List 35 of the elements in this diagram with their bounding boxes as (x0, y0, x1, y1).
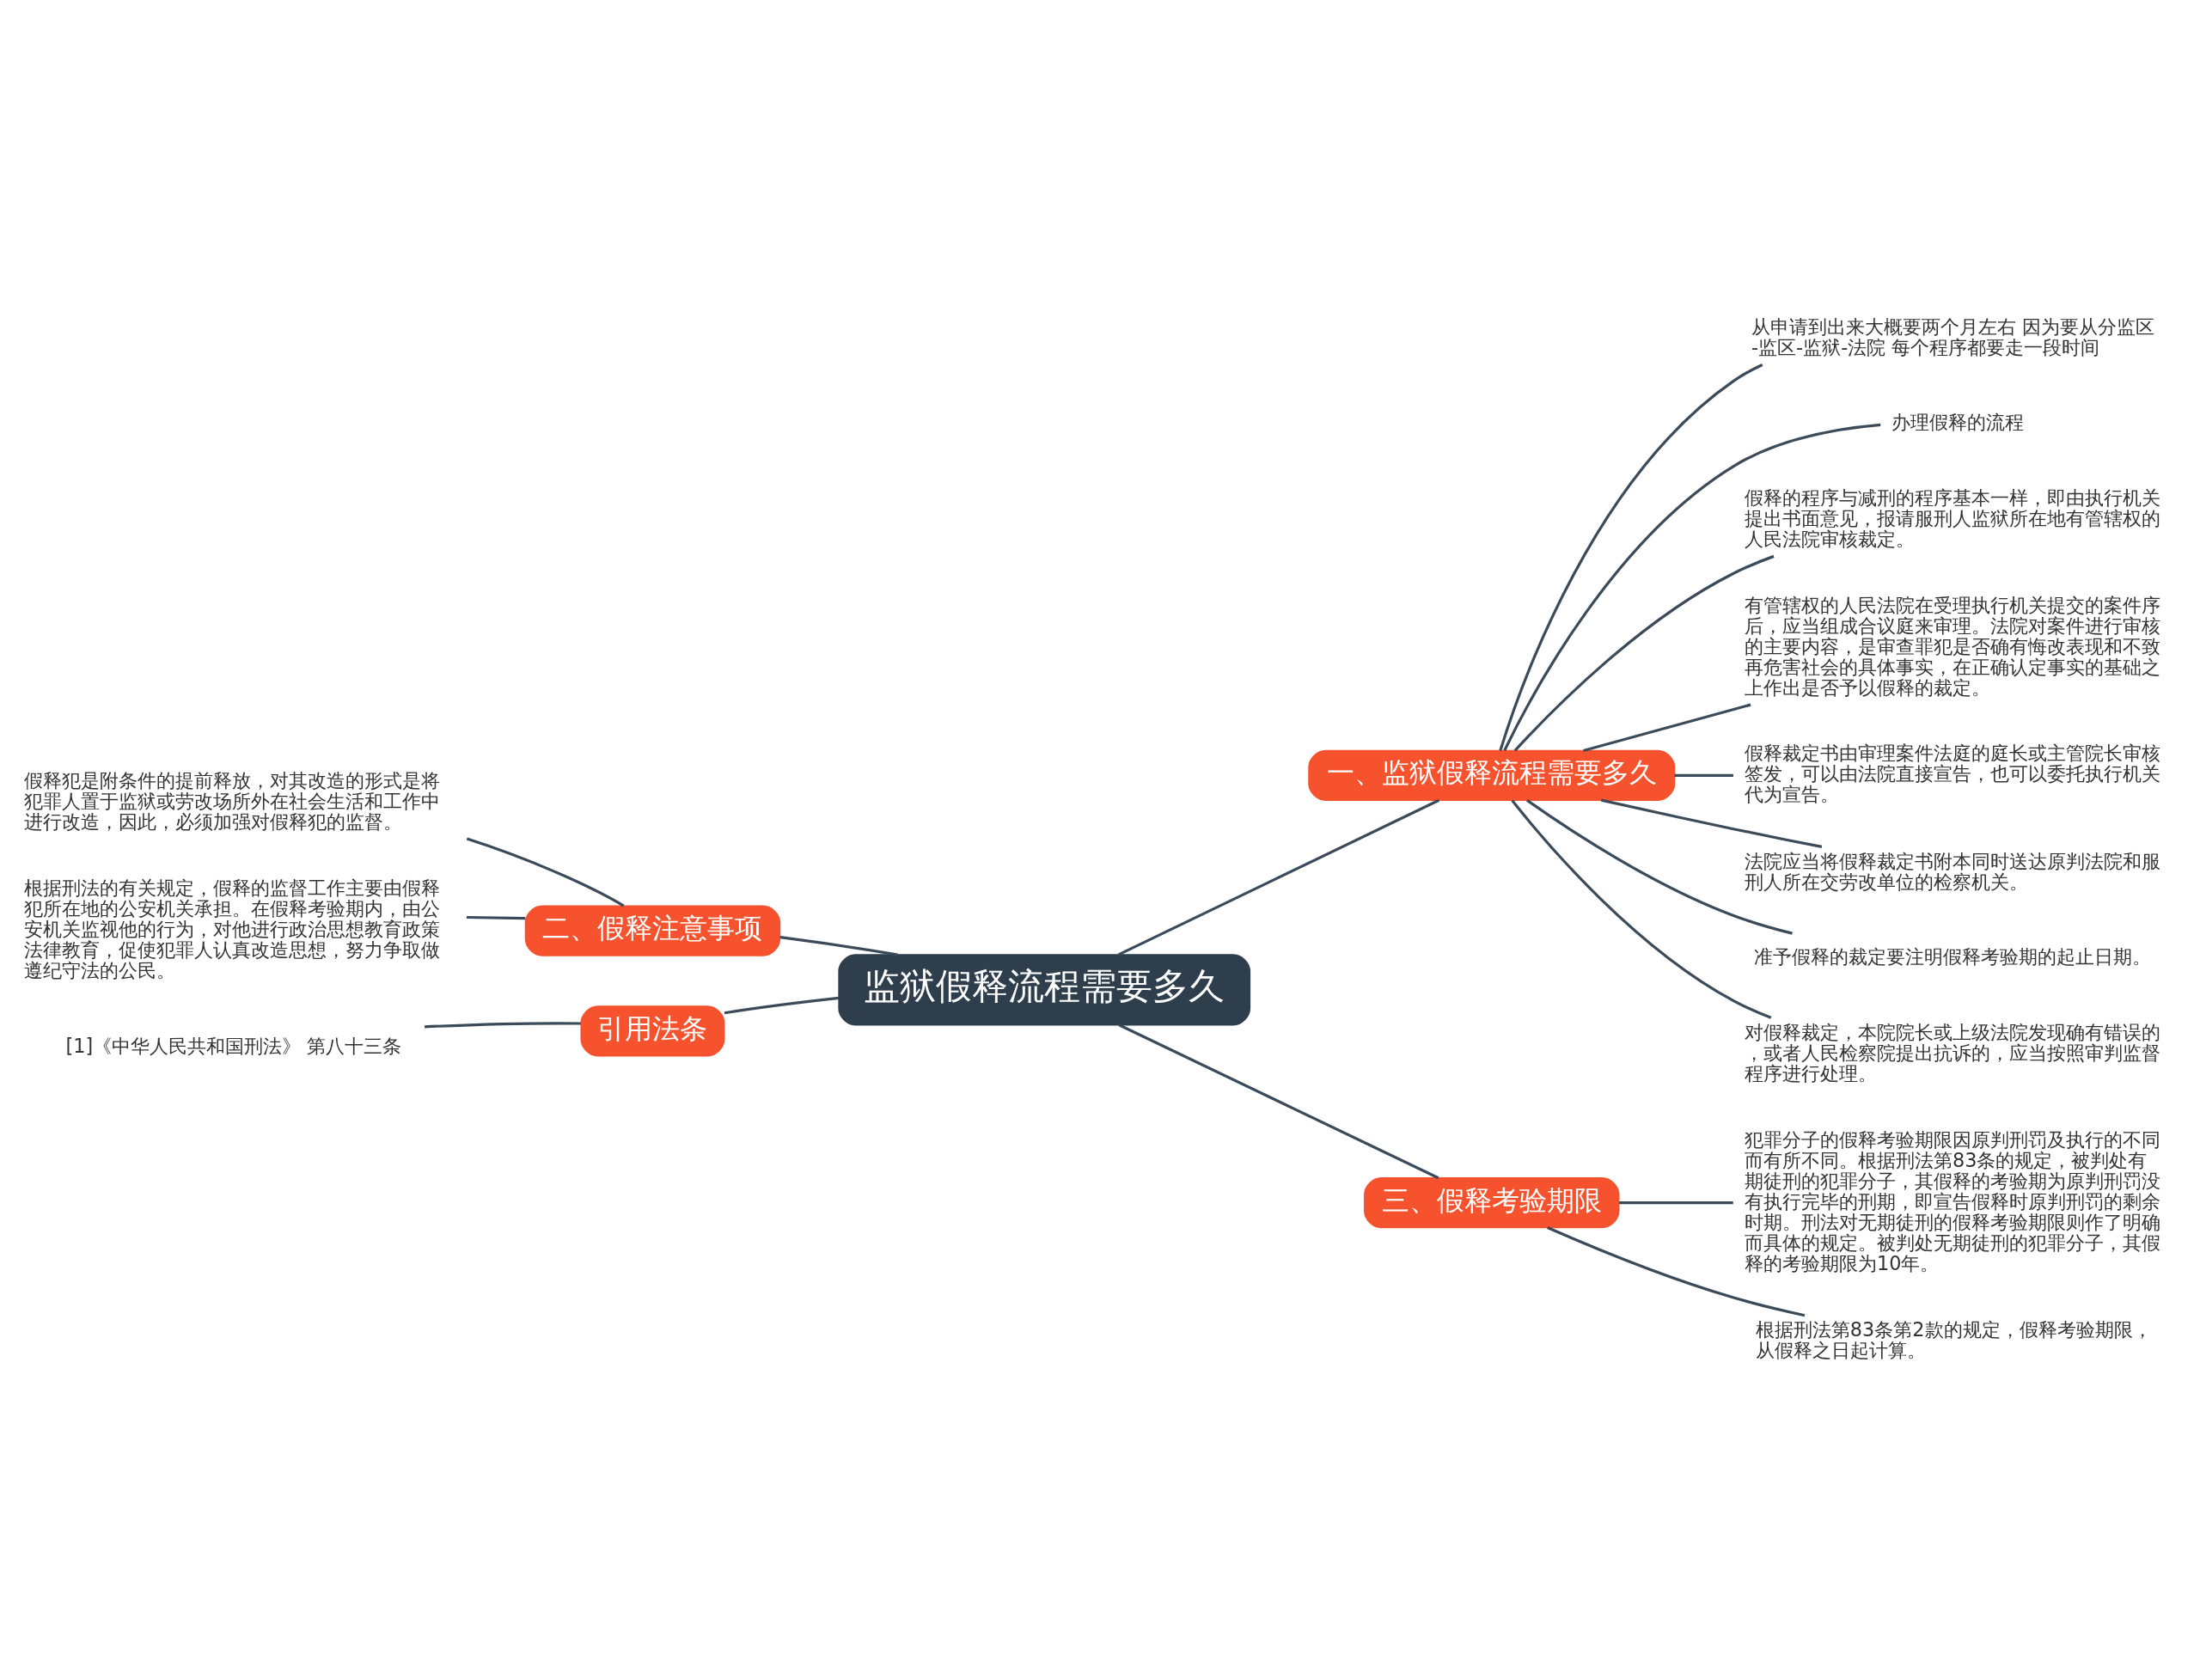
connector (1118, 1023, 1439, 1180)
connector (1619, 1201, 1733, 1205)
connector (1583, 703, 1751, 753)
node-text: 假释的程序与减刑的程序基本一样，即由执行机关提出书面意见，报请服刑人监狱所在地有管辖权的人民法院审核裁定。 (1745, 486, 2161, 550)
connector (1600, 798, 1823, 848)
connector (724, 996, 840, 1015)
node-box: 引用法条 (580, 1005, 725, 1057)
connector (424, 1022, 581, 1029)
node-text: 有管辖权的人民法院在受理执行机关提交的案件序后，应当组成合议庭来审理。法院对案件进行审核的主要内容，是审查罪犯是否确有悔改表现和不致再危害社会的具体事实，在正确认定事实的基础之上作出是否予以假释的裁定。 (1745, 593, 2161, 699)
connector (466, 837, 625, 907)
node-box: 二、假释注意事项 (524, 905, 781, 956)
connector (1513, 554, 1775, 752)
connector (1526, 798, 1793, 935)
node-text: 根据刑法第83条第2款的规定，假释考验期限，从假释之日起计算。 (1755, 1318, 2152, 1362)
connector (1547, 1226, 1806, 1317)
node-text: 办理假释的流程 (1891, 410, 2025, 433)
node-box: 监狱假释流程需要多久 (838, 954, 1251, 1026)
node-text: 法院应当将假释裁定书附本同时送达原判法院和服刑人所在交劳改单位的检察机关。 (1745, 849, 2161, 893)
node-text: 根据刑法的有关规定，假释的监督工作主要由假释犯所在地的公安机关承担。在假释考验期内，由公安机关监视他的行为，对他进行政治思想教育政策法律教育，促使犯罪人认真改造思想，努力争取做遵纪守法的公民。 (23, 876, 440, 981)
node-text: 犯罪分子的假释考验期限因原判刑罚及执行的不同而有所不同。根据刑法第83条的规定，被判处有期徒刑的犯罪分子，其假释的考验期为原判刑罚没有执行完毕的刑期，即宣告假释时原判刑罚的剩余时期。刑法对无期徒刑的假释考验期限则作了明确而具体的规定。被判处无期徒刑的犯罪分子，其假释的考验期限为10年。 (1745, 1127, 2161, 1274)
node-text: 假释裁定书由审理案件法庭的庭长或主管院长审核签发，可以由法院直接宣告，也可以委托执行机关代为宣告。 (1745, 742, 2161, 806)
node-text: 从申请到出来大概要两个月左右 因为要从分监区-监区-监狱-法院 每个程序都要走一段时间 (1751, 315, 2155, 358)
connector (1511, 799, 1772, 1019)
connector (779, 936, 898, 956)
connector (1118, 798, 1439, 956)
connector (1499, 363, 1763, 751)
node-text: [1]《中华人民共和国刑法》 第八十三条 (65, 1034, 402, 1057)
connector (1674, 773, 1733, 777)
node-text: 对假释裁定，本院院长或上级法院发现确有错误的，或者人民检察院提出抗诉的，应当按照审判监督程序进行处理。 (1745, 1020, 2161, 1084)
connector (1503, 423, 1881, 751)
node-text: 准予假释的裁定要注明假释考验期的起止日期。 (1754, 944, 2152, 968)
node-box: 三、假释考验期限 (1364, 1177, 1620, 1229)
node-box: 一、监狱假释流程需要多久 (1308, 749, 1676, 801)
node-text: 假释犯是附条件的提前释放，对其改造的形式是将犯罪人置于监狱或劳改场所外在社会生活和工作中进行改造，因此，必须加强对假释犯的监督。 (23, 769, 440, 834)
connector (466, 915, 526, 920)
